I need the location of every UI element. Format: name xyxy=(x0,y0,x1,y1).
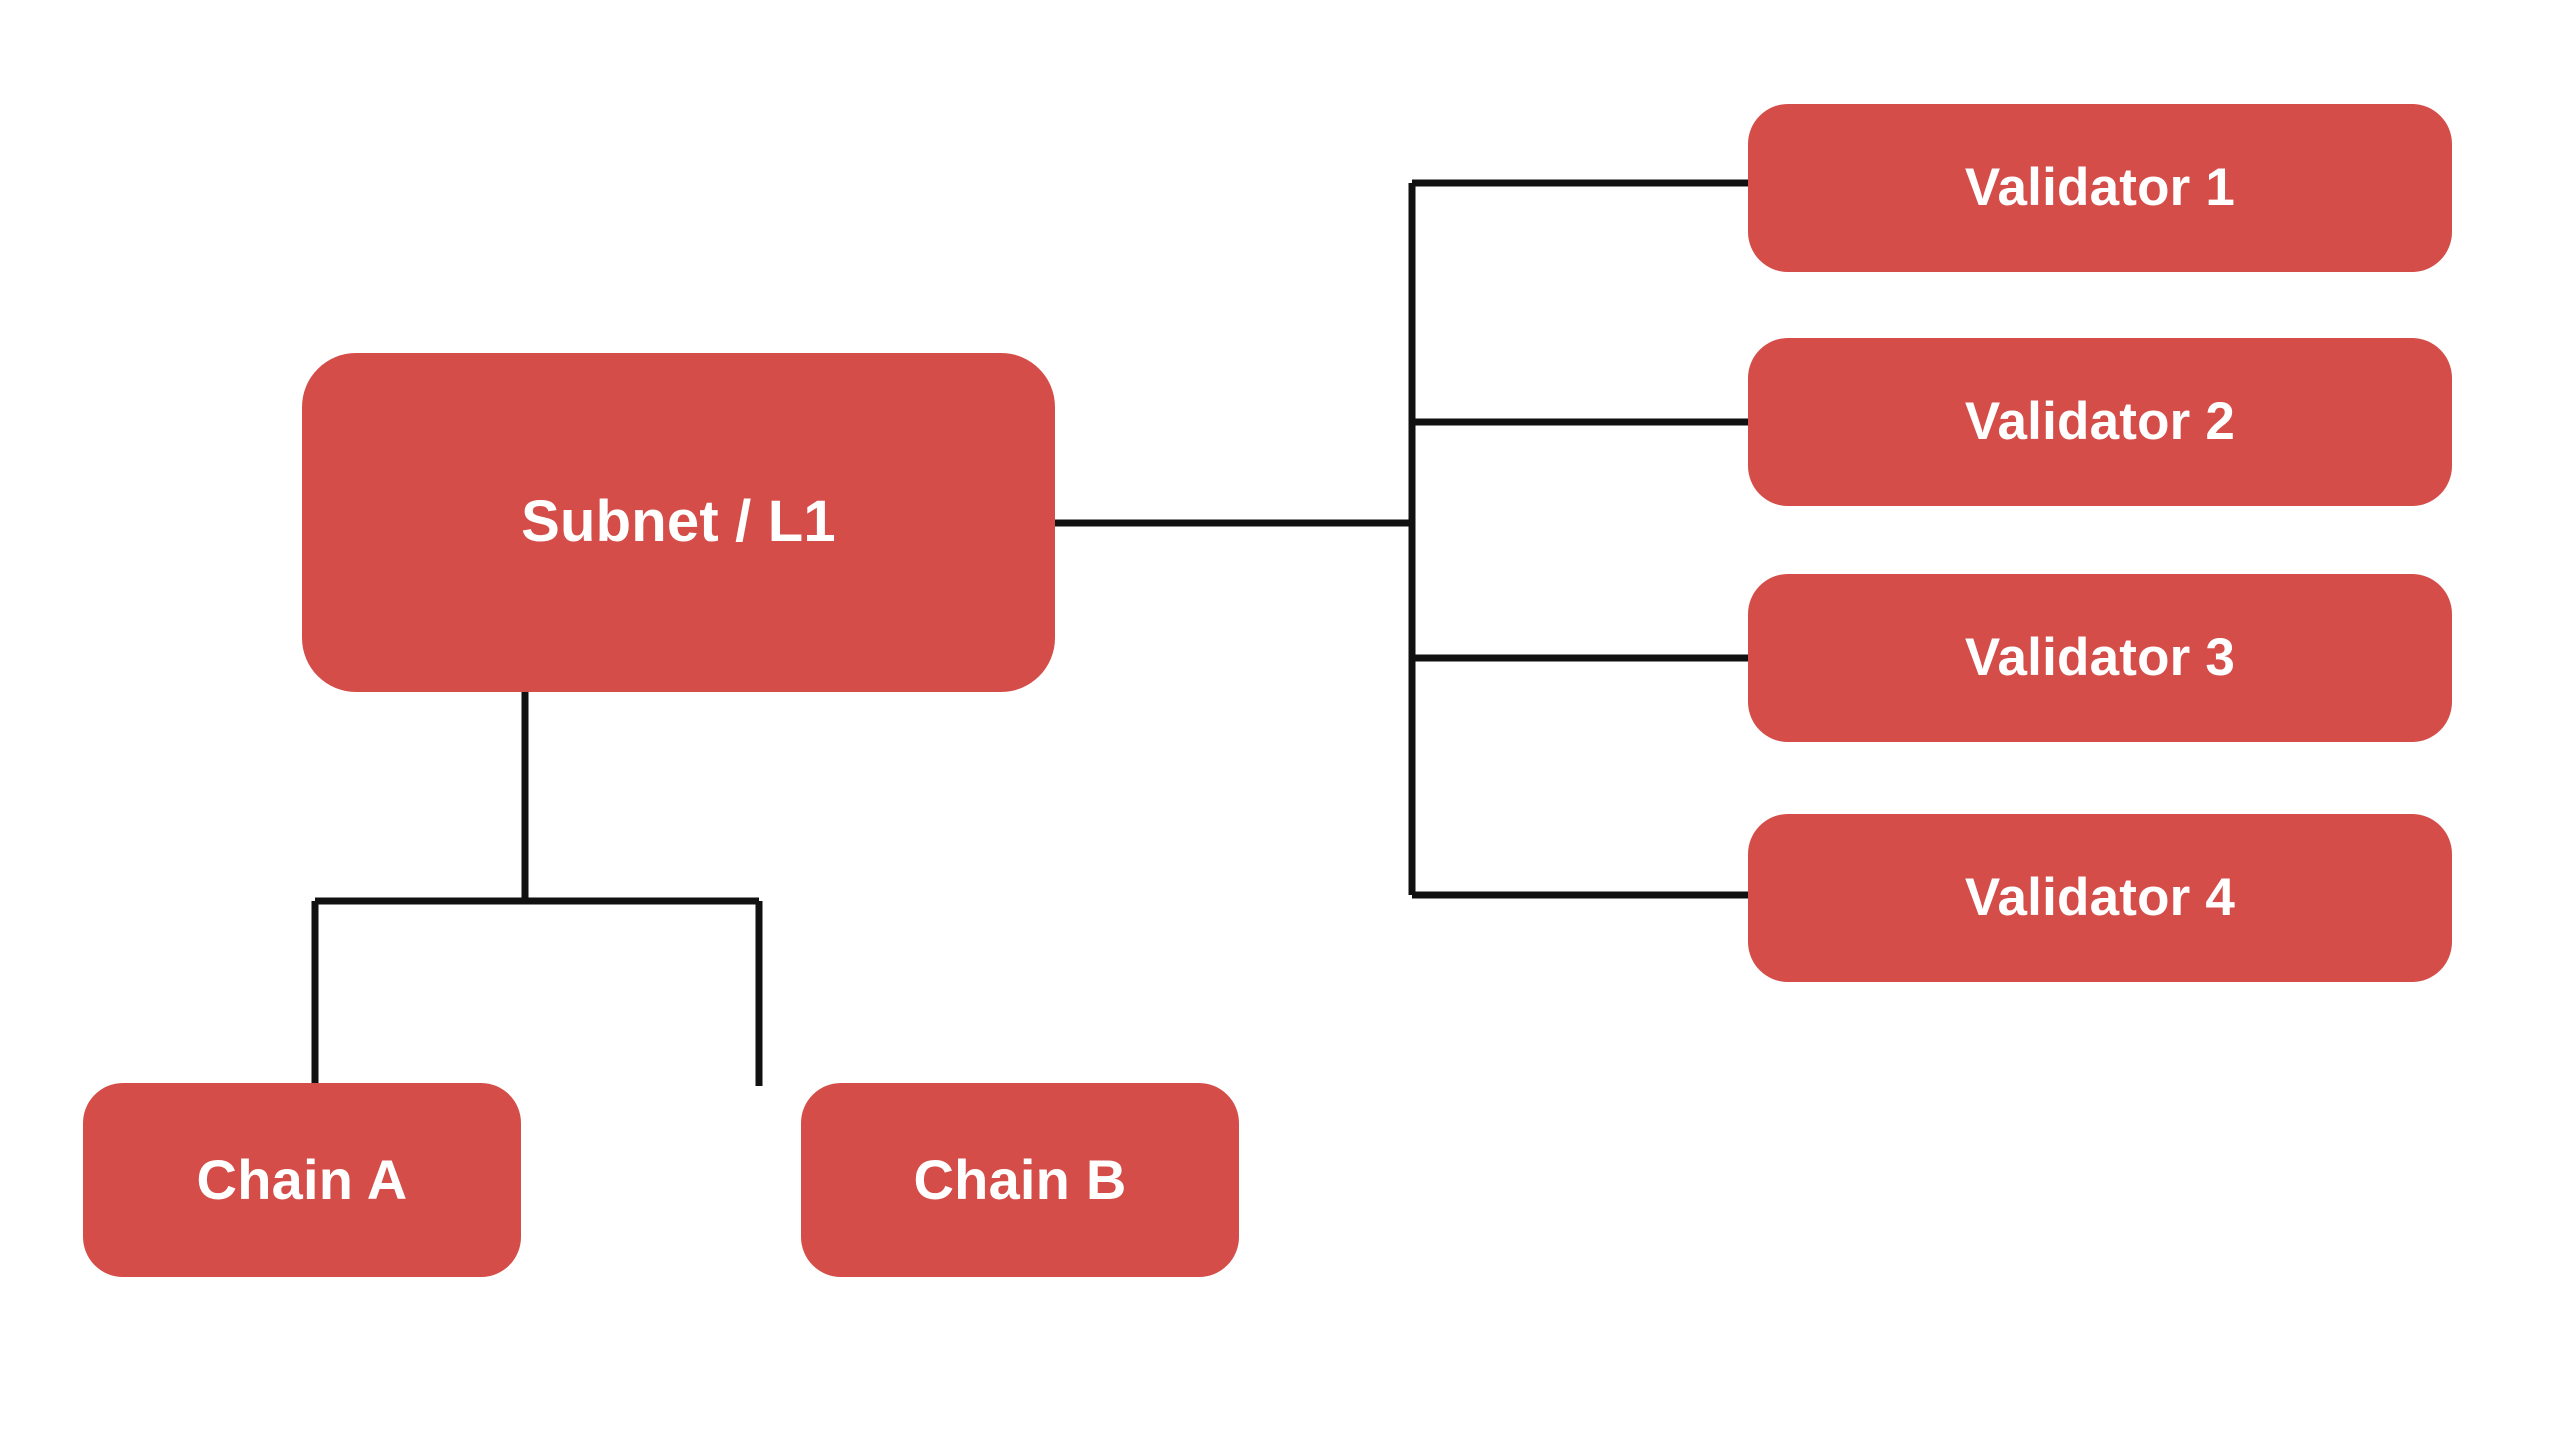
node-validator-4[interactable]: Validator 4 xyxy=(1748,814,2452,982)
node-chain-a-label: Chain A xyxy=(196,1147,408,1211)
node-validator-3[interactable]: Validator 3 xyxy=(1748,574,2452,742)
node-chain-b[interactable]: Chain B xyxy=(801,1083,1239,1277)
node-validator-3-label: Validator 3 xyxy=(1964,628,2236,688)
node-validator-2[interactable]: Validator 2 xyxy=(1748,338,2452,506)
node-validator-1[interactable]: Validator 1 xyxy=(1748,104,2452,272)
node-validator-2-label: Validator 2 xyxy=(1964,392,2236,452)
node-chain-a[interactable]: Chain A xyxy=(83,1083,521,1277)
node-subnet-l1-label: Subnet / L1 xyxy=(521,489,836,555)
node-validator-4-label: Validator 4 xyxy=(1964,868,2236,928)
node-subnet-l1[interactable]: Subnet / L1 xyxy=(302,353,1055,692)
node-validator-1-label: Validator 1 xyxy=(1964,158,2236,218)
node-chain-b-label: Chain B xyxy=(913,1147,1127,1211)
